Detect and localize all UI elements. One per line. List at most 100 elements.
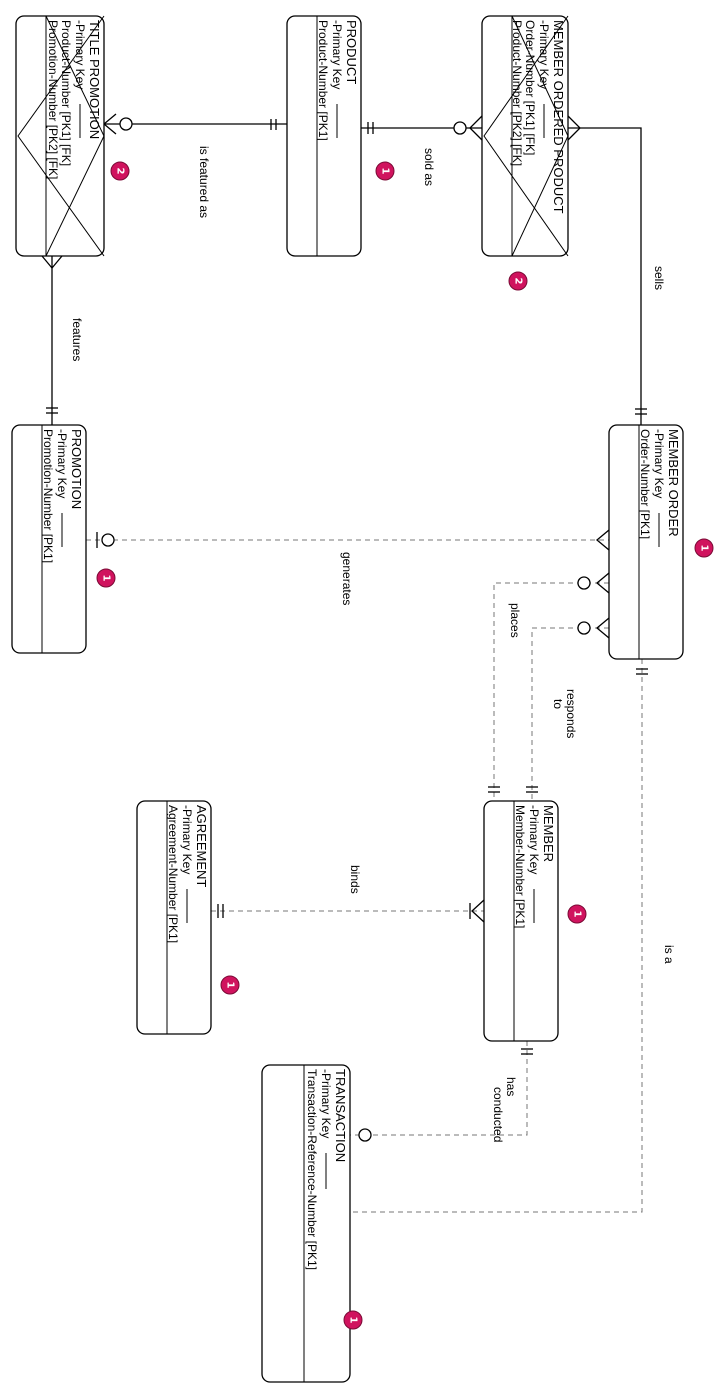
rel-line-places <box>493 582 609 801</box>
zero-circle <box>101 533 115 547</box>
entity-name: TITLE PROMOTION <box>87 20 102 139</box>
category-badge: 2 <box>508 271 528 291</box>
zero-circle <box>577 621 591 635</box>
badge-number: 1 <box>225 982 236 989</box>
badge-number: 2 <box>115 168 126 175</box>
primary-key-label: -Primary Key <box>180 805 194 874</box>
crow-foot <box>595 529 610 551</box>
crow-foot <box>471 899 485 923</box>
relationship-label: generates <box>340 552 354 605</box>
entity-name: PROMOTION <box>69 429 84 509</box>
entity-box <box>483 800 559 1042</box>
rel-line-is-a <box>350 659 643 1213</box>
category-badge: 1 <box>567 904 587 924</box>
zero-circle <box>119 117 133 131</box>
relationship-label: has <box>504 1077 518 1096</box>
entity-name: MEMBER ORDER <box>666 429 681 537</box>
rel-label-features: features <box>70 318 84 361</box>
relationship-label: conducted <box>491 1087 505 1142</box>
relationship-label: is a <box>662 945 676 964</box>
relationship-label: sells <box>652 266 666 290</box>
badge-number: 1 <box>380 168 391 175</box>
badge-circle <box>110 161 130 181</box>
badge-number: 1 <box>101 575 112 582</box>
attribute: Member-Number [PK1] <box>513 805 527 928</box>
crow-foot <box>469 115 483 141</box>
rel-label-generates: generates <box>340 552 354 605</box>
rel-label-sold-as: sold as <box>422 148 436 186</box>
rel-line-responds-to <box>531 627 609 801</box>
rel-label-is-a: is a <box>662 945 676 964</box>
badge-circle <box>375 161 395 181</box>
entity-box <box>11 424 87 654</box>
crow-foot <box>595 572 610 594</box>
relationship-label: is featured as <box>197 146 211 218</box>
badge-circle <box>694 538 714 558</box>
entity-box <box>136 800 212 1035</box>
entity-name: PRODUCT <box>344 20 359 84</box>
badge-number: 1 <box>572 911 583 918</box>
rel-line-has-conducted <box>350 1041 528 1136</box>
zero-circle <box>453 121 467 135</box>
rel-label-is-featured-as: is featured as <box>197 146 211 218</box>
attribute: Product-Number [PK1] [FK] <box>59 20 73 166</box>
attribute: Product-Number [PK2] [FK] <box>510 20 524 166</box>
entity-text: MEMBER ORDERED PRODUCT-Primary KeyOrder-… <box>510 20 566 214</box>
entity-box <box>608 424 684 660</box>
badge-circle <box>508 271 528 291</box>
rel-line-sells <box>568 127 642 425</box>
badge-circle <box>343 1310 363 1330</box>
entity-member-ordered-product: MEMBER ORDERED PRODUCT-Primary KeyOrder-… <box>481 15 569 291</box>
attribute: Transaction-Reference-Number [PK1] <box>305 1069 319 1270</box>
zero-circle <box>577 576 591 590</box>
weak-entity-line <box>17 15 105 257</box>
relationship-label: features <box>70 318 84 361</box>
category-badge: 1 <box>343 1310 363 1330</box>
primary-key-label: -Primary Key <box>55 429 69 498</box>
crow-foot <box>567 115 581 141</box>
entity-transaction: TRANSACTION-Primary KeyTransaction-Refer… <box>261 1064 363 1383</box>
entity-text: TRANSACTION-Primary KeyTransaction-Refer… <box>305 1069 348 1270</box>
relationship-label: to <box>551 699 565 709</box>
badge-circle <box>220 975 240 995</box>
relationship-label: places <box>508 603 522 638</box>
weak-entity-line <box>45 15 105 257</box>
relationship-label: sold as <box>422 148 436 186</box>
primary-key-label: -Primary Key <box>527 805 541 874</box>
category-badge: 1 <box>375 161 395 181</box>
entity-box <box>286 15 362 257</box>
primary-key-label: -Primary Key <box>537 20 551 89</box>
weak-entity-line <box>483 15 569 257</box>
badge-number: 1 <box>699 545 710 552</box>
badge-circle <box>567 904 587 924</box>
category-badge: 1 <box>220 975 240 995</box>
rel-label-binds: binds <box>348 865 362 894</box>
crow-foot <box>41 255 63 270</box>
category-badge: 2 <box>110 161 130 181</box>
attribute: Promotion-Number [PK1] <box>41 429 55 563</box>
primary-key-label: -Primary Key <box>319 1069 333 1138</box>
badge-circle <box>96 568 116 588</box>
rel-label-places: places <box>508 603 522 638</box>
primary-key-label: -Primary Key <box>652 429 666 498</box>
zero-circle <box>358 1128 372 1142</box>
category-badge: 1 <box>694 538 714 558</box>
attribute: Promotion-Number [PK2] [FK] <box>46 20 60 179</box>
badge-number: 2 <box>513 278 524 285</box>
entity-title-promotion: TITLE PROMOTION-Primary KeyProduct-Numbe… <box>15 15 130 257</box>
attribute: Agreement-Number [PK1] <box>166 805 180 943</box>
entity-name: AGREEMENT <box>194 805 209 887</box>
primary-key-label: -Primary Key <box>330 20 344 89</box>
